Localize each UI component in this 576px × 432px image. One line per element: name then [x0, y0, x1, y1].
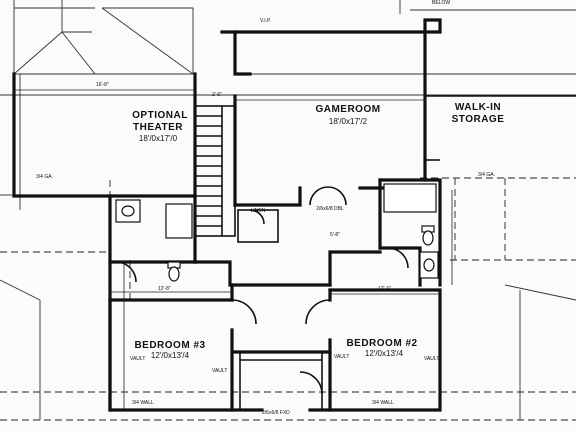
stairs: [195, 106, 223, 236]
bath-door-left: [115, 261, 137, 283]
roof-lines: [0, 0, 576, 420]
ga-note-left: 3/4 GA.: [36, 174, 53, 180]
dimension-lines: [14, 89, 453, 410]
tub-right: [383, 183, 437, 213]
dashed-lines: [0, 177, 576, 421]
dimension-a: 16'-8": [96, 82, 109, 88]
bed3-door: [231, 299, 257, 325]
storage-label-2: STORAGE: [452, 114, 505, 125]
ga-note-right: 3/4 GA.: [478, 172, 495, 178]
dimension-c: 12'-4": [378, 286, 391, 292]
doors: [115, 186, 409, 395]
dimension-d: 2'-6": [212, 92, 222, 98]
vault-label-mid1: VAULT: [212, 368, 227, 374]
walls: [12, 18, 576, 412]
toilet-right-icon: [422, 230, 434, 246]
gameroom-door-left: [309, 186, 329, 206]
storage-label: WALK-IN: [455, 102, 501, 113]
fixtures: [115, 183, 439, 282]
fixed-window-note: 2/6x6/8 FXD: [262, 410, 290, 416]
sink-left-icon: [121, 205, 135, 217]
vault-label-left: VAULT: [130, 356, 145, 362]
bedroom2-size: 12'/0x13'/4: [365, 349, 404, 358]
sink-right-icon: [423, 258, 435, 272]
vault-label-mid2: VAULT: [334, 354, 349, 360]
closet-door: [299, 371, 323, 395]
bedroom2-label: BEDROOM #2: [346, 338, 417, 349]
theater-label: OPTIONAL: [132, 110, 188, 121]
gameroom-door-right: [327, 186, 347, 206]
bath-door-right: [387, 247, 409, 269]
theater-size: 18'/0x17'/0: [139, 134, 178, 143]
toilet-left-icon: [168, 266, 180, 282]
gameroom-label: GAMEROOM: [315, 104, 380, 115]
below-note: BELOW: [432, 0, 450, 6]
wall-note-left: 3/4 WALL: [132, 400, 154, 406]
gameroom-size: 18'/0x17'/2: [329, 117, 368, 126]
linen-label: LINEN: [251, 208, 266, 214]
bed2-door: [305, 299, 331, 325]
bedroom3-label: BEDROOM #3: [134, 340, 205, 351]
vip-note: V.I.P.: [260, 18, 271, 24]
linen-door: [249, 209, 265, 225]
wall-note-right: 3/4 WALL: [372, 400, 394, 406]
vault-label-right: VAULT: [424, 356, 439, 362]
shower-left: [165, 203, 193, 239]
theater-label-2: THEATER: [133, 122, 183, 133]
dimension-b: 12'-8": [158, 286, 171, 292]
gameroom-door-note: 2/6x6/8 DBL: [316, 206, 344, 212]
bedroom3-size: 12'/0x13'/4: [151, 351, 190, 360]
dimension-e: 5'-8": [330, 232, 340, 238]
